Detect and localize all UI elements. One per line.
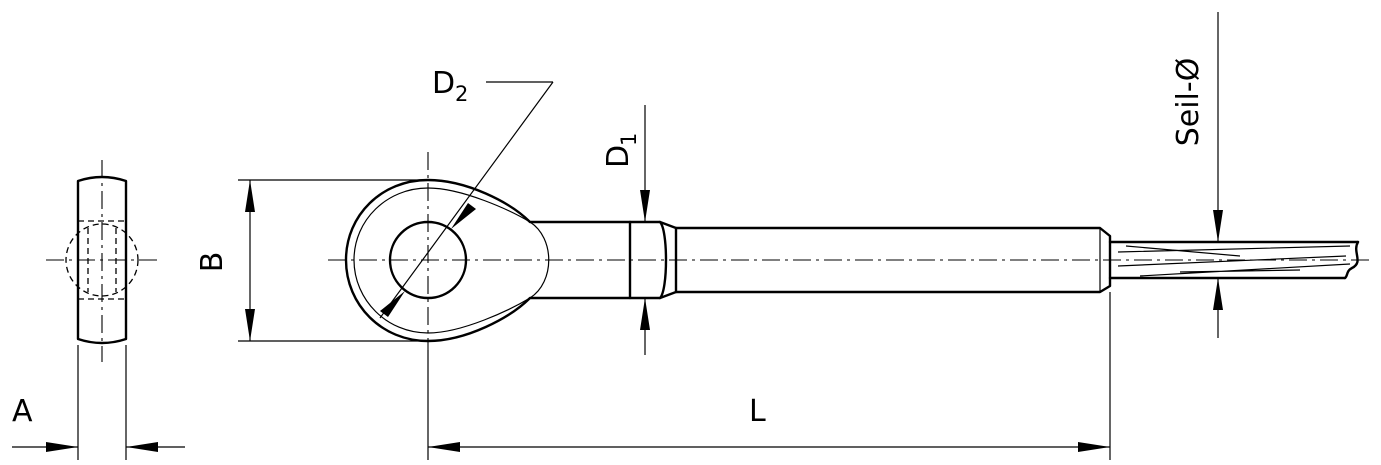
dim-b: B [195, 179, 428, 342]
dim-a-arrow-left [46, 442, 78, 452]
dim-d1-label: D [601, 145, 636, 168]
dim-d1: D 1 [601, 105, 650, 355]
dim-d2-leader [379, 81, 554, 319]
dim-d2-label: D [432, 66, 455, 101]
dim-rope-arrow-bottom [1213, 278, 1223, 310]
dim-d2-subscript: 2 [455, 82, 468, 106]
dim-rope-arrow-top [1213, 210, 1223, 242]
dim-d1-subscript: 1 [617, 133, 641, 146]
dim-l: L [427, 292, 1111, 460]
dim-rope-diameter: Seil-Ø [1171, 12, 1223, 338]
shank-sleeve [674, 226, 1112, 294]
dim-d1-arrow-bottom [640, 298, 650, 330]
dim-a-arrow-right [126, 442, 158, 452]
rope-outline [1108, 240, 1360, 280]
dim-b-label: B [195, 252, 230, 273]
dim-d2-arrow-bottom [380, 291, 405, 317]
dim-b-arrow-top [245, 180, 255, 212]
dim-rope-label: Seil-Ø [1171, 58, 1206, 147]
side-view: A [12, 160, 185, 460]
dim-d2-arrow-top [451, 203, 476, 229]
dim-d1-arrow-top [640, 190, 650, 222]
front-view [328, 152, 1372, 350]
side-view-outline [76, 175, 128, 345]
dim-l-arrow-right [1078, 442, 1110, 452]
rope-strands [1117, 245, 1351, 277]
dim-a-label: A [12, 394, 33, 429]
eye-outline-inner [353, 187, 550, 334]
dim-l-label: L [749, 394, 766, 429]
rope-broken-end [1343, 240, 1360, 280]
dim-l-arrow-left [428, 442, 460, 452]
dim-b-arrow-bottom [245, 309, 255, 341]
dim-d2: D 2 [379, 66, 554, 319]
side-view-hidden-eye [65, 223, 139, 297]
